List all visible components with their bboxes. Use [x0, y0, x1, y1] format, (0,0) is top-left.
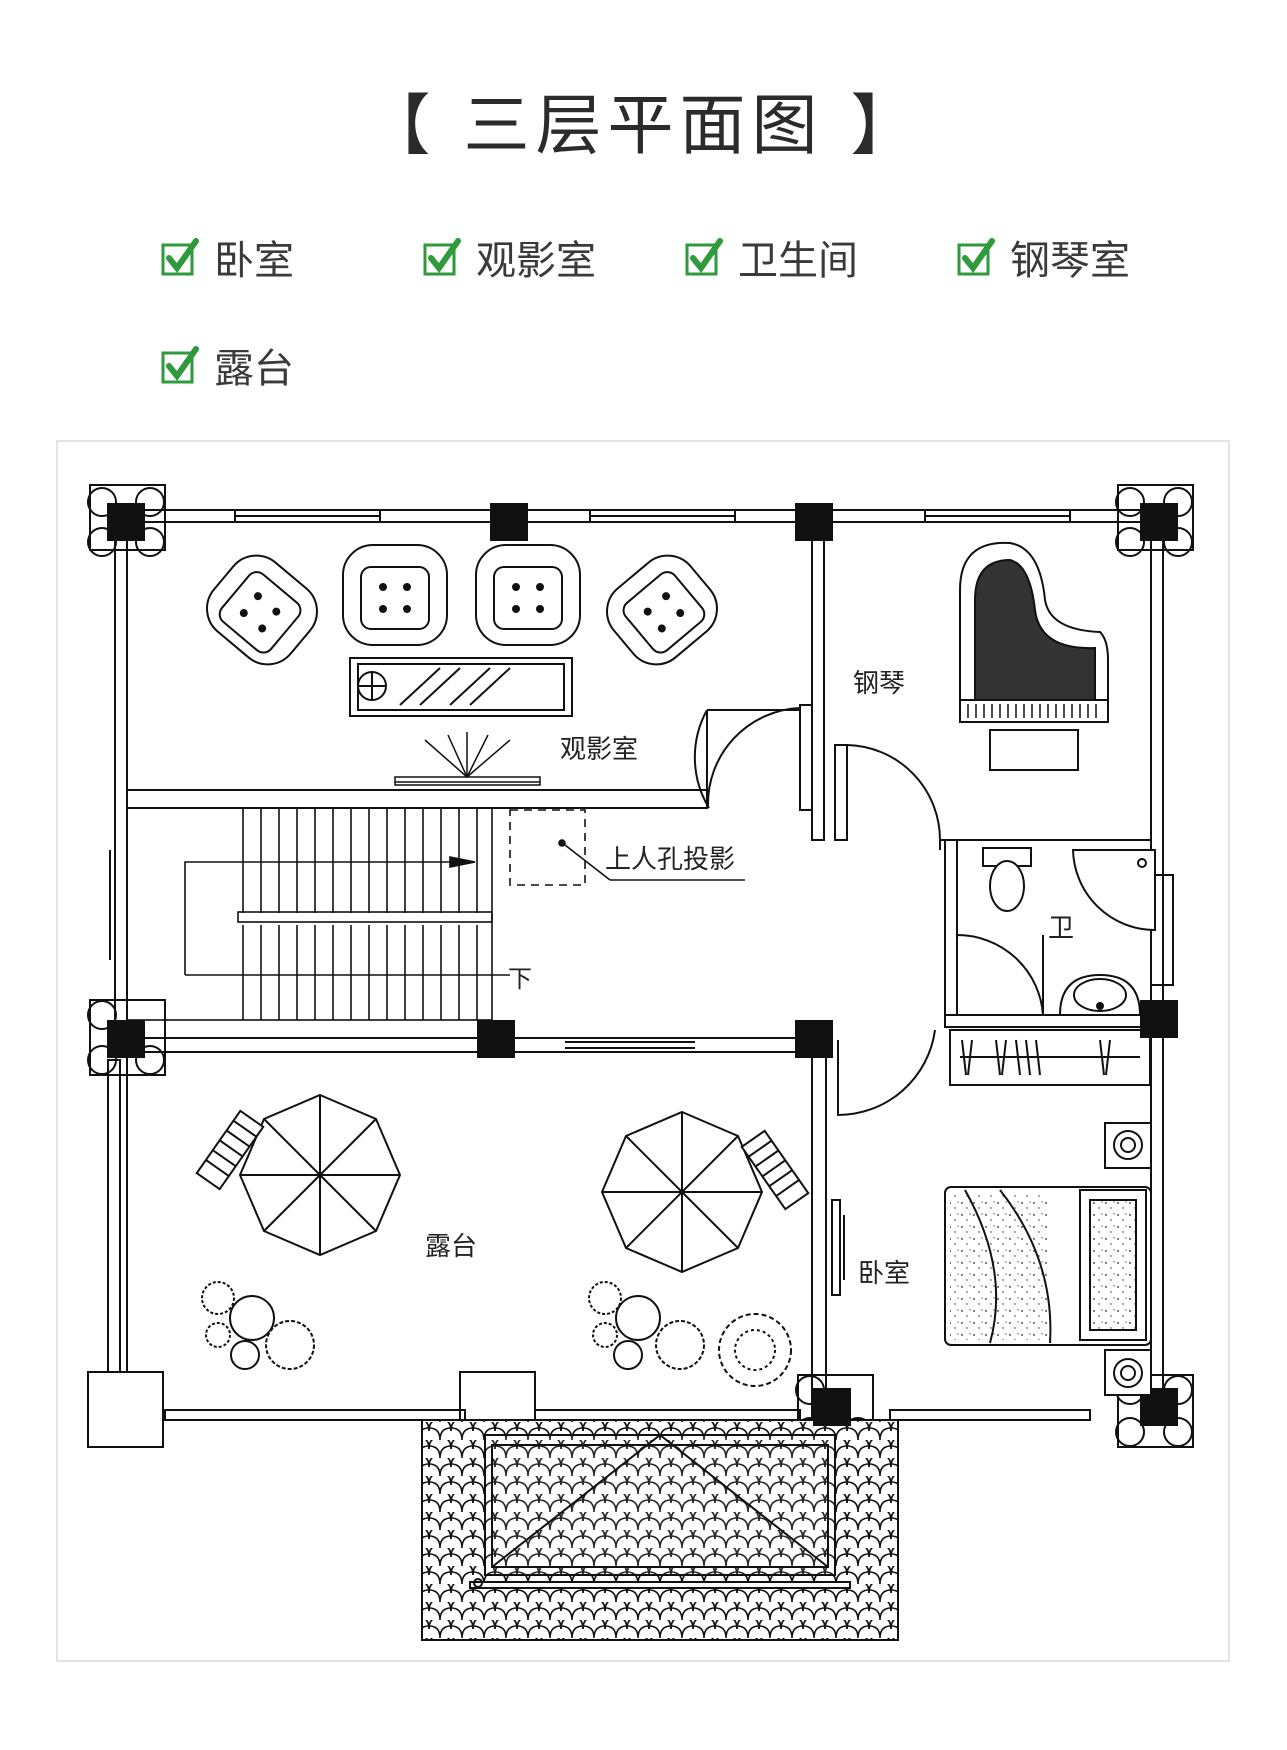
feature-label: 观影室: [476, 238, 596, 284]
room-label-terrace: 露台: [425, 1232, 477, 1262]
corner-ornament: [1115, 484, 1194, 557]
stair-direction-label: 下: [508, 965, 532, 993]
grand-piano: [959, 541, 1109, 771]
feature-item-terrace: 露台: [160, 336, 294, 394]
room-label-piano: 钢琴: [853, 669, 905, 699]
projector-screen: [394, 732, 541, 786]
checkbox-icon: [161, 238, 199, 276]
feature-item-theater: 观影室: [422, 228, 596, 286]
checkbox-icon: [423, 238, 461, 276]
bed: [944, 1122, 1152, 1396]
room-label-attic-hatch: 上人孔投影: [605, 845, 735, 875]
terrace-plants: [201, 1281, 792, 1387]
floor-plan-frame: [56, 440, 1230, 1662]
feature-label: 卫生间: [738, 238, 858, 284]
column-base: [87, 1371, 164, 1448]
checkbox-icon: [685, 238, 723, 276]
staircase: [126, 807, 745, 1021]
structural-columns: [107, 503, 1178, 1426]
feature-label: 钢琴室: [1010, 238, 1130, 284]
checkbox-icon: [957, 238, 995, 276]
bathroom-fixtures: [982, 847, 1156, 1016]
room-label-bath: 卫: [1048, 914, 1074, 944]
feature-label: 露台: [214, 346, 294, 392]
feature-item-piano-room: 钢琴室: [956, 228, 1130, 286]
feature-label: 卧室: [214, 238, 294, 284]
checkbox-icon: [161, 346, 199, 384]
page-title: 【 三层平面图 】: [364, 87, 923, 164]
coffee-table: [349, 657, 573, 717]
feature-item-bathroom: 卫生间: [684, 228, 858, 286]
feature-item-bedroom: 卧室: [160, 228, 294, 286]
terrace-umbrellas: [195, 1093, 810, 1274]
room-label-bedroom: 卧室: [858, 1259, 910, 1289]
room-label-theater: 观影室: [560, 735, 638, 765]
hangers: [961, 1039, 1111, 1076]
theater-sofas: [206, 544, 718, 666]
